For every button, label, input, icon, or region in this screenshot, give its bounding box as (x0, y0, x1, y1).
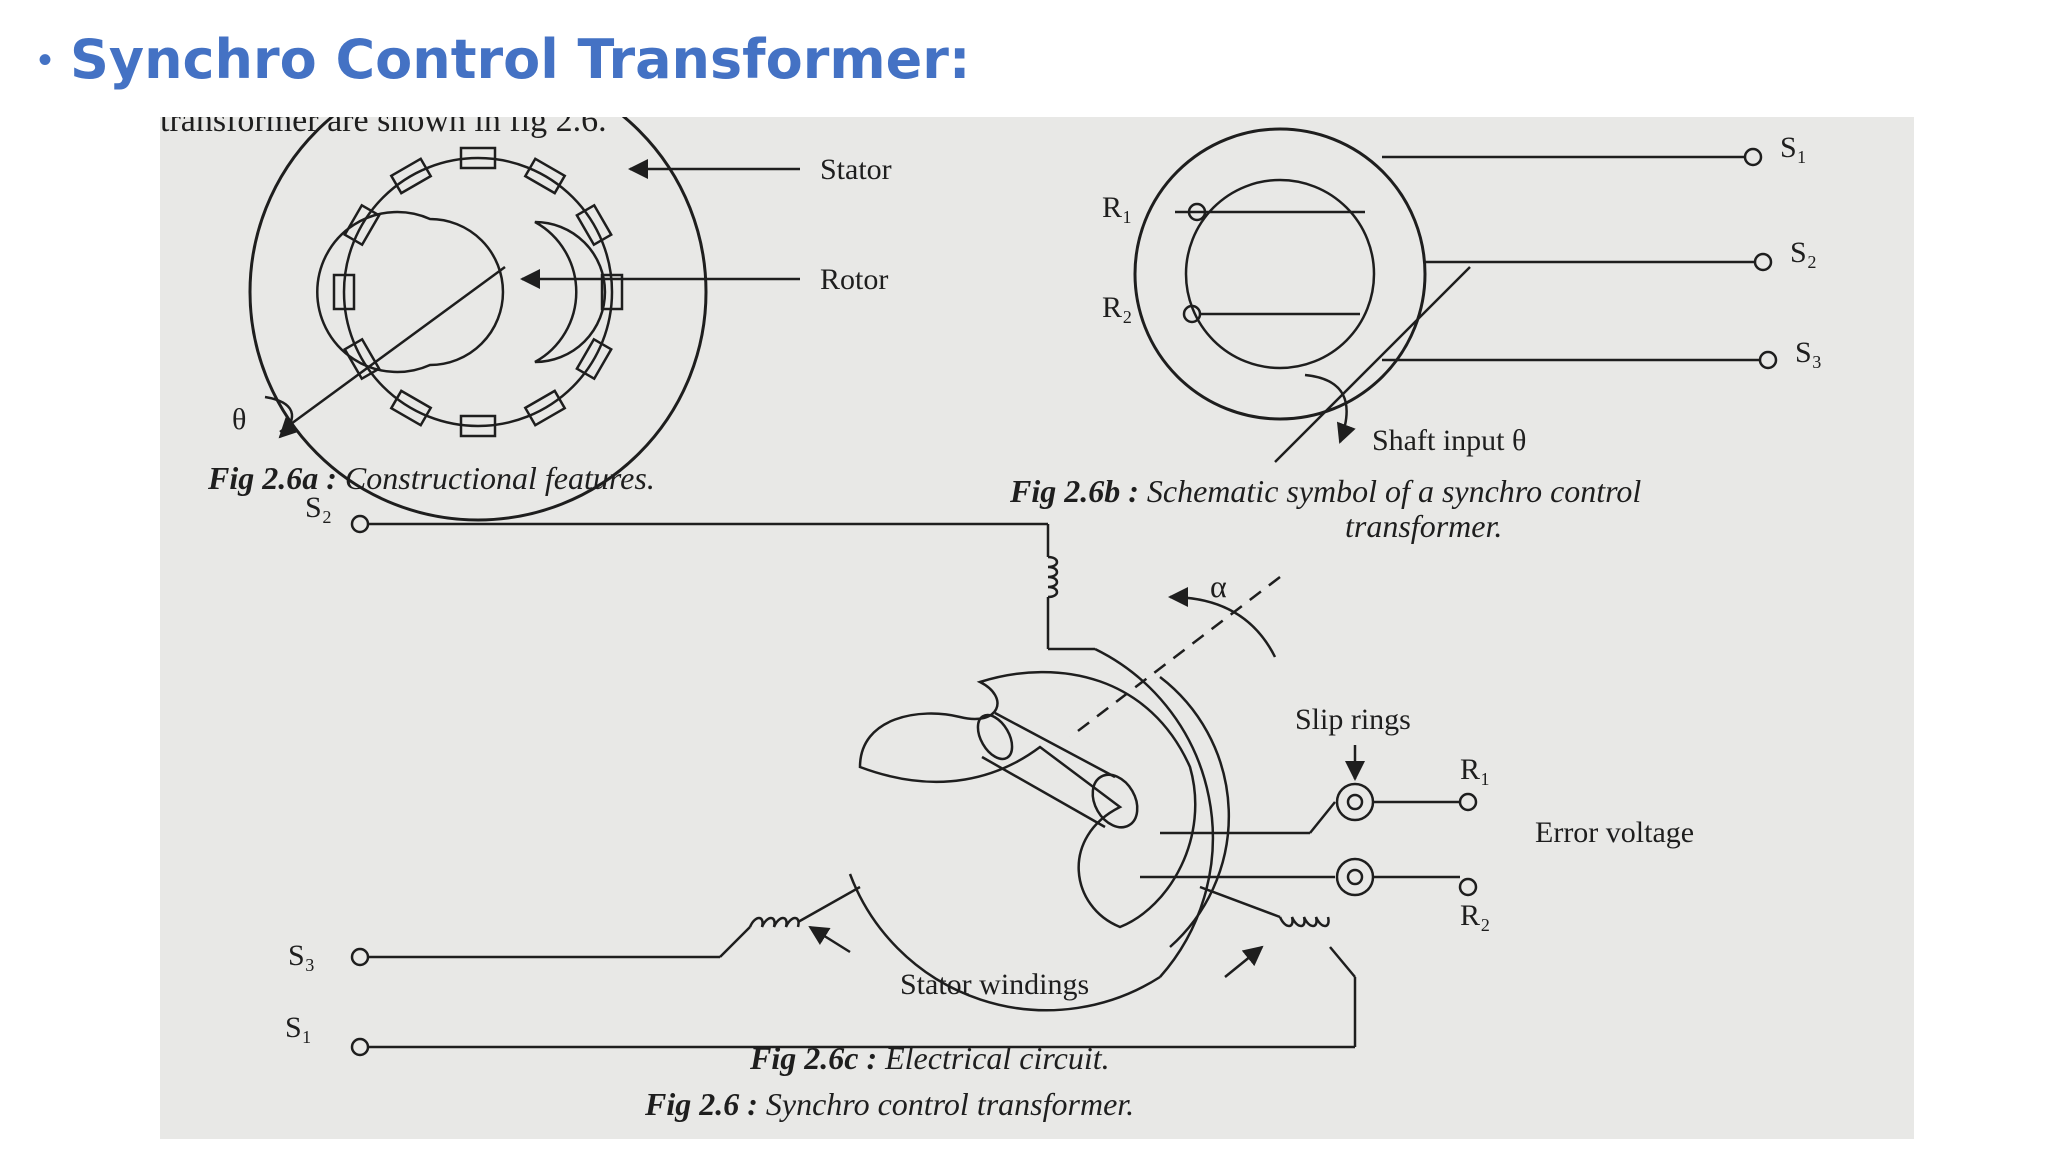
fig-b-s2-label: S₂ (1790, 236, 1817, 269)
fig-b-drawing (1133, 127, 1778, 463)
alpha-label: α (1210, 568, 1227, 604)
fig-b-s3-label: S₃ (1795, 336, 1822, 369)
theta-label: θ (232, 403, 246, 436)
fig-a-drawing (248, 117, 800, 522)
stator-label: Stator (820, 153, 892, 186)
synchro-diagram: transformer are shown in fig 2.6. (160, 117, 1822, 1122)
shaft-input-label: Shaft input θ (1372, 424, 1526, 457)
slide-title: Synchro Control Transformer: (70, 28, 971, 91)
stator-windings-label: Stator windings (900, 968, 1089, 1001)
fig-c-s3-label: S₃ (288, 939, 315, 972)
slide-title-row: • Synchro Control Transformer: (38, 28, 970, 91)
fig-c-s2-label: S₂ (305, 491, 332, 524)
fig-b-r2-label: R₂ (1102, 291, 1132, 324)
rotor-label: Rotor (820, 263, 888, 296)
cropped-top-text: transformer are shown in fig 2.6. (160, 117, 607, 139)
fig-c-drawing (350, 514, 1478, 1057)
bullet-icon: • (38, 37, 53, 82)
fig-c-caption: Fig 2.6c : Electrical circuit. (749, 1040, 1110, 1076)
slip-rings-label: Slip rings (1295, 703, 1411, 736)
fig-b-caption-line1: Fig 2.6b : Schematic symbol of a synchro… (1009, 473, 1641, 509)
fig-b-s1-label: S₁ (1780, 131, 1807, 164)
fig-c-r2-label: R₂ (1460, 899, 1490, 932)
fig-main-caption: Fig 2.6 : Synchro control transformer. (644, 1086, 1134, 1122)
error-voltage-label: Error voltage (1535, 816, 1694, 849)
fig-c-r1-label: R₁ (1460, 753, 1490, 786)
fig-c-s1-label: S₁ (285, 1011, 312, 1044)
fig-b-caption-line2: transformer. (1345, 508, 1502, 544)
fig-a-caption: Fig 2.6a : Constructional features. (207, 460, 655, 496)
fig-b-r1-label: R₁ (1102, 191, 1132, 224)
synchro-diagram-photo: transformer are shown in fig 2.6. (160, 117, 1914, 1139)
